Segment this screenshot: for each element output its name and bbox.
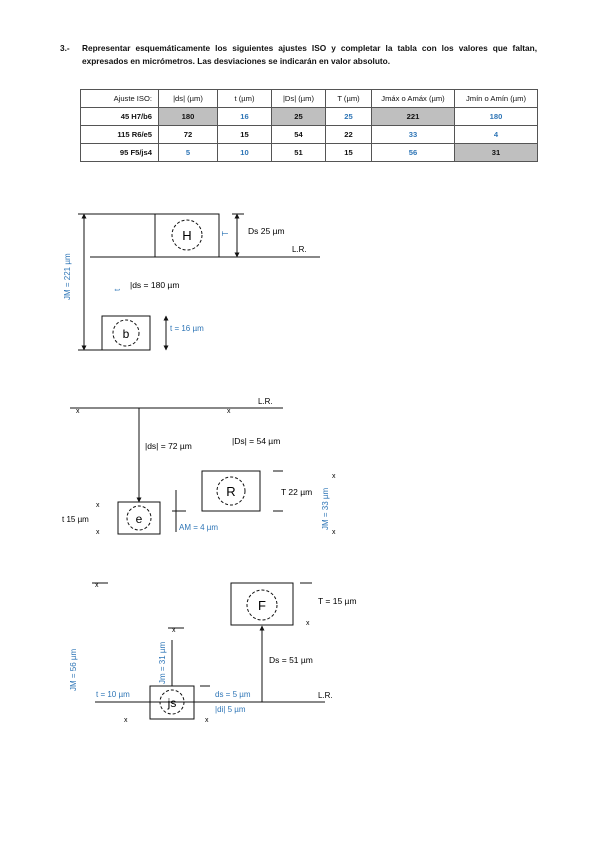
lr-label: L.R.: [258, 397, 273, 406]
cell: 25: [271, 107, 326, 126]
diagram-1: L.R. H T Ds 25 µm JM = 221 µm t |ds = 18…: [63, 213, 320, 351]
hole-letter: F: [258, 598, 266, 613]
ds-symbol: t: [113, 288, 122, 291]
table-row: 95 F5/js4 5 10 51 15 56 31: [80, 143, 538, 162]
shaft-circle: [126, 505, 152, 531]
tick-mark: x: [306, 620, 310, 627]
T-label: T: [221, 231, 230, 236]
tick-mark: x: [124, 717, 128, 724]
fits-table: Ajuste ISO: |ds| (µm) t (µm) |Ds| (µm) T…: [80, 89, 538, 162]
diagram-3: F x T = 15 µm Ds = 51 µm L.R. JM = 56 µm…: [69, 582, 357, 724]
am-label: AM = 4 µm: [179, 523, 218, 532]
T-label: T 22 µm: [281, 487, 312, 497]
Ds-label: |Ds| = 54 µm: [232, 436, 280, 446]
shaft-zone: [101, 315, 151, 351]
cell: 31: [454, 143, 538, 162]
jm-label: JM = 221 µm: [63, 253, 72, 300]
hole-zone: [230, 582, 294, 626]
Ds-label: Ds = 51 µm: [269, 655, 313, 665]
shaft-letter: e: [136, 512, 143, 526]
hole-letter: R: [226, 484, 235, 499]
cell: 95 F5/js4: [80, 143, 159, 162]
tick-mark: x: [95, 582, 99, 589]
t-label: t = 16 µm: [170, 324, 204, 333]
hole-circle: [246, 589, 278, 621]
tick-mark: x: [227, 408, 231, 415]
shaft-letter: js: [167, 696, 177, 710]
tick-mark: x: [205, 717, 209, 724]
tick-mark: x: [332, 529, 336, 536]
cell: 10: [217, 143, 272, 162]
question-text: Representar esquemáticamente los siguien…: [82, 43, 537, 66]
t-label: t 15 µm: [62, 515, 89, 524]
question-number: 3.-: [60, 43, 70, 53]
hole-circle: [216, 476, 246, 506]
tick-mark: x: [332, 473, 336, 480]
jm-label: JM = 56 µm: [69, 648, 78, 691]
shaft-zone: [149, 685, 195, 720]
lr-label: L.R.: [318, 691, 333, 700]
ds-label: |ds = 180 µm: [130, 280, 179, 290]
shaft-letter: b: [123, 327, 130, 341]
T-label: T = 15 µm: [318, 596, 357, 606]
ds-label: ds = 5 µm: [215, 690, 251, 699]
tick-mark: x: [76, 408, 80, 415]
shaft-circle: [159, 689, 185, 715]
di-label: |di| 5 µm: [215, 705, 246, 714]
hole-zone: [154, 213, 220, 258]
shaft-zone: [117, 501, 161, 535]
hole-zone: [201, 470, 261, 512]
hole-circle: [171, 219, 203, 251]
hole-letter: H: [182, 228, 191, 243]
tick-mark: x: [172, 627, 176, 634]
jmin-label: Jm = 31 µm: [158, 641, 167, 684]
t-label: t = 10 µm: [96, 690, 130, 699]
tick-mark: x: [96, 502, 100, 509]
ds-label: |ds| = 72 µm: [145, 441, 192, 451]
diagram-2: L.R. x x |ds| = 72 µm |Ds| = 54 µm R T 2…: [62, 397, 336, 536]
tick-mark: x: [96, 529, 100, 536]
lr-label: L.R.: [292, 245, 307, 254]
jm-label: JM = 33 µm: [321, 487, 330, 530]
Ds-label: Ds 25 µm: [248, 226, 285, 236]
shaft-circle: [112, 319, 140, 347]
